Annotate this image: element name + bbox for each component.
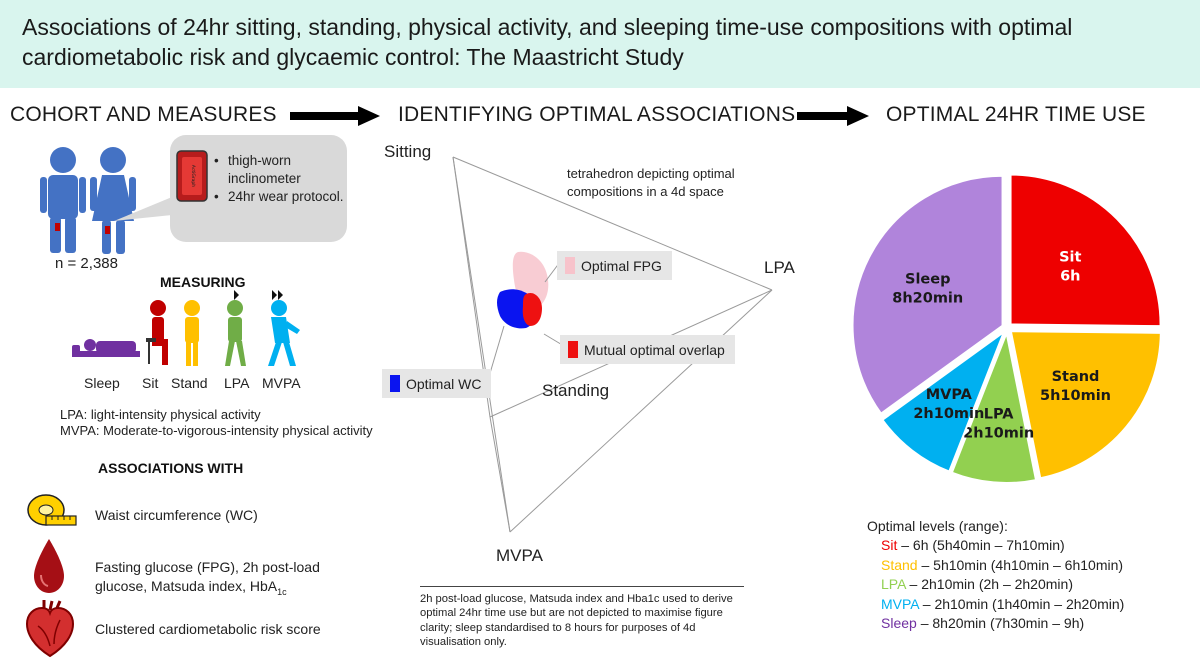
sit-figure-icon (146, 300, 168, 365)
association-wc: Waist circumference (WC) (95, 507, 258, 523)
level-range: – 2h10min (2h – 2h20min) (905, 576, 1073, 592)
sleep-figure-icon (72, 339, 140, 357)
title-banner: Associations of 24hr sitting, standing, … (0, 0, 1200, 88)
pie-slice-stand (1009, 330, 1162, 480)
legend-label-wc: Optimal WC (406, 375, 482, 392)
level-name: Stand (881, 556, 918, 573)
section-cohort-heading: COHORT AND MEASURES (10, 103, 277, 126)
definition-lpa: LPA: light-intensity physical activity (60, 407, 261, 422)
association-risk: Clustered cardiometabolic risk score (95, 621, 321, 637)
vertex-label-sitting: Sitting (384, 142, 432, 161)
level-range: – 5h10min (4h10min – 6h10min) (917, 556, 1124, 573)
mutual-overlap-region (522, 292, 542, 326)
swatch-wc (390, 375, 400, 392)
level-name: Sit (881, 537, 898, 553)
figure-title: Associations of 24hr sitting, standing, … (22, 14, 1073, 70)
legend-optimal-fpg: Optimal FPG (557, 251, 672, 280)
legend-label-overlap: Mutual optimal overlap (584, 341, 725, 358)
pie-slice-sleep (851, 174, 1004, 416)
legend-mutual-overlap: Mutual optimal overlap (560, 335, 735, 364)
tape-measure-icon (27, 494, 77, 526)
pie-slice-sit (1009, 173, 1162, 328)
pie-slice-lpa (950, 329, 1038, 484)
vertex-label-lpa: LPA (764, 258, 795, 277)
device-bullet-list: thigh-worn inclinometer 24hr wear protoc… (214, 152, 347, 206)
device-brand-label: ActiGraph (190, 165, 196, 187)
stand-figure-icon (184, 300, 200, 366)
blood-drop-icon (34, 539, 64, 593)
tetrahedron-edges (452, 156, 773, 533)
device-bullet: 24hr wear protocol. (214, 188, 347, 206)
flow-arrow-icon (290, 106, 380, 126)
lpa-figure-icon (225, 290, 246, 366)
level-row-sit: Sit – 6h (5h40min – 7h10min) (881, 536, 1124, 556)
mvpa-figure-icon (268, 290, 300, 366)
figure-footnote: 2h post-load glucose, Matsuda index and … (420, 593, 733, 649)
legend-label-fpg: Optimal FPG (581, 257, 662, 274)
behaviour-label-sleep: Sleep (84, 375, 120, 391)
level-row-mvpa: MVPA – 2h10min (1h40min – 2h20min) (881, 595, 1124, 615)
optimal-regions (497, 251, 549, 329)
level-name: LPA (881, 576, 906, 592)
associations-heading: ASSOCIATIONS WITH (98, 460, 244, 476)
tetrahedron-diagram (452, 156, 773, 533)
device-callout: ActiGraph thigh-worn inclinometer 24hr w… (170, 135, 347, 242)
optimal-levels-title: Optimal levels (range): (867, 518, 1008, 534)
behaviour-label-mvpa: MVPA (262, 375, 301, 391)
flow-arrow-icon (797, 106, 869, 126)
behaviour-label-sit: Sit (142, 375, 159, 391)
vertex-label-mvpa: MVPA (496, 546, 543, 565)
level-name: MVPA (881, 595, 919, 612)
heart-icon (25, 600, 75, 658)
measuring-heading: MEASURING (160, 274, 246, 290)
level-row-stand: Stand – 5h10min (4h10min – 6h10min) (881, 556, 1124, 576)
behaviour-label-stand: Stand (171, 375, 208, 391)
optimal-levels-list: Sit – 6h (5h40min – 7h10min) Stand – 5h1… (881, 536, 1124, 634)
level-range: – 2h10min (1h40min – 2h20min) (918, 595, 1125, 612)
vertex-label-standing: Standing (542, 381, 610, 400)
level-range: – 6h (5h40min – 7h10min) (897, 537, 1065, 553)
sample-size: n = 2,388 (55, 255, 118, 272)
section-optimal-heading: OPTIMAL 24HR TIME USE (886, 103, 1146, 126)
device-bullet: thigh-worn inclinometer (214, 152, 347, 188)
callout-pointer (114, 197, 172, 221)
association-glucose-text: Fasting glucose (FPG), 2h post-load gluc… (95, 559, 320, 594)
inclinometer-device-icon: ActiGraph (176, 150, 208, 202)
hba1c-subscript: 1c (277, 586, 287, 597)
legend-optimal-wc: Optimal WC (382, 369, 492, 398)
note-divider (420, 586, 744, 587)
behaviour-figures (72, 290, 300, 366)
level-name: Sleep (881, 615, 917, 631)
section-identify-heading: IDENTIFYING OPTIMAL ASSOCIATIONS (398, 103, 796, 126)
level-row-sleep: Sleep – 8h20min (7h30min – 9h) (881, 614, 1124, 634)
tetrahedron-caption: tetrahedron depicting optimal compositio… (567, 166, 735, 199)
swatch-overlap (568, 341, 578, 358)
definition-mvpa: MVPA: Moderate-to-vigorous-intensity phy… (60, 423, 373, 438)
level-range: – 8h20min (7h30min – 9h) (916, 615, 1085, 631)
swatch-fpg (565, 257, 575, 274)
pie-slice-mvpa (880, 329, 1007, 473)
cohort-people-icon (40, 147, 136, 254)
level-row-lpa: LPA – 2h10min (2h – 2h20min) (881, 575, 1124, 595)
behaviour-label-lpa: LPA (224, 375, 250, 391)
association-glucose: Fasting glucose (FPG), 2h post-load gluc… (95, 558, 355, 602)
